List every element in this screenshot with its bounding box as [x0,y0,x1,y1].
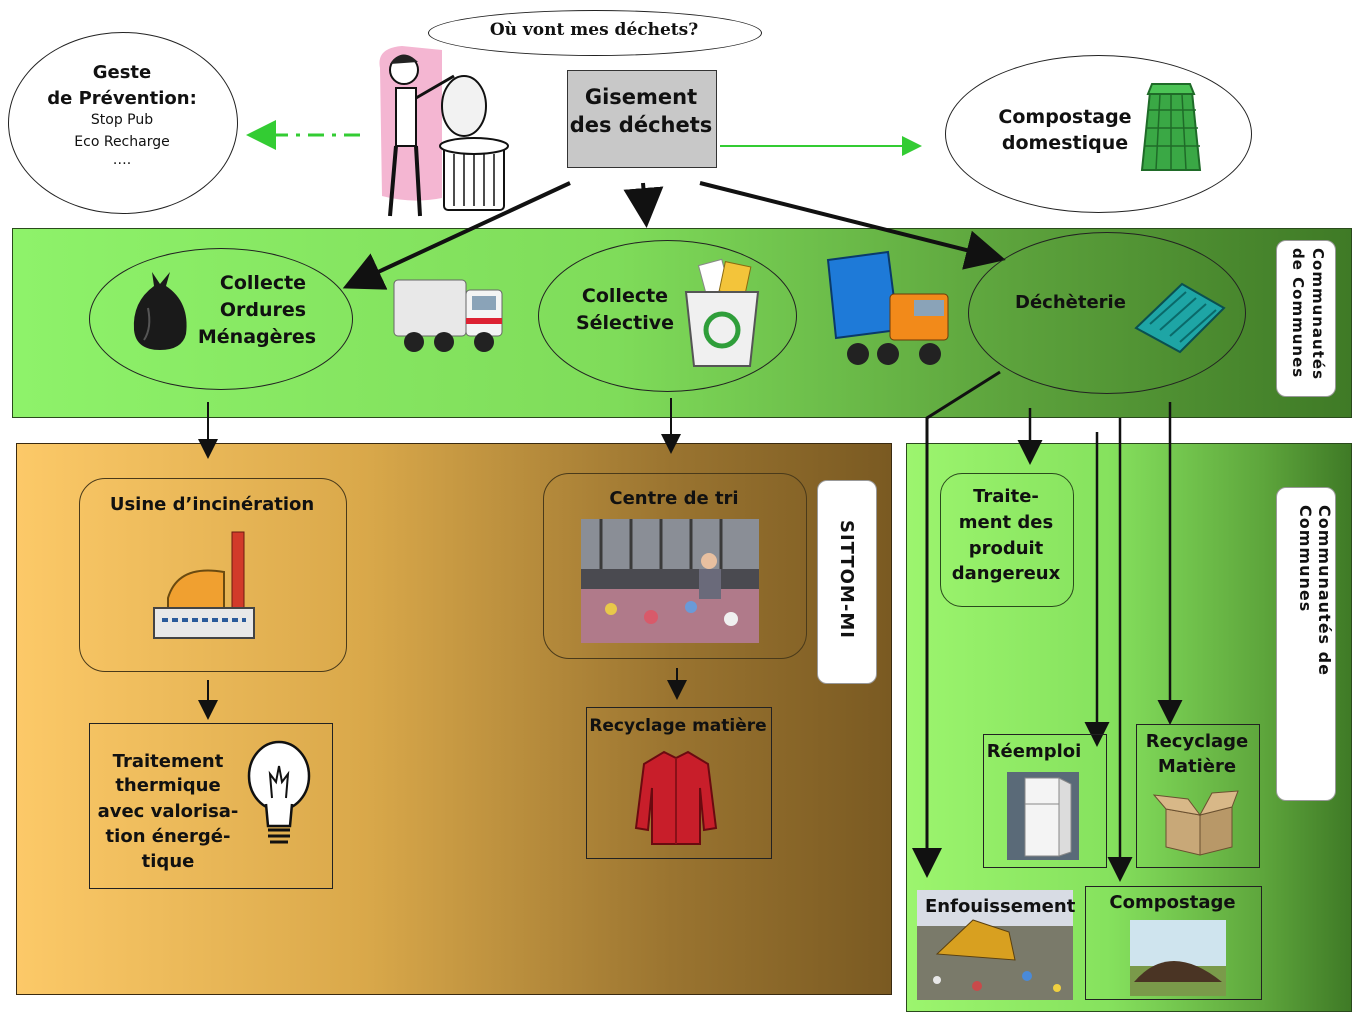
dump-truck-icon [818,250,953,370]
centre-tri-label: Centre de tri [609,488,739,509]
communautes-tab-right [1276,487,1336,801]
collecte-om-ellipse [89,248,353,390]
recyclage-matiere-right-l1: Recyclage [1145,731,1249,752]
prevention-item2: Eco Recharge [74,134,170,150]
enfouissement-label: Enfouissement [925,896,1076,917]
recyclage-matiere-right-l2: Matière [1157,756,1237,777]
collecte-selective-line1: Collecte [581,285,669,307]
gisement-line2: des déchets [569,113,713,137]
gisement-box [567,70,717,168]
garbage-truck-icon [392,272,507,356]
light-bulb-icon [246,738,312,856]
collecte-selective-line2: Sélective [575,312,675,334]
sittom-tab [817,480,877,684]
recyclage-matiere-right-box [1136,724,1260,868]
collecte-om-line2: Ordures [219,299,307,321]
prevention-title2: de Prévention: [47,88,197,109]
container-icon [1130,280,1226,358]
compostage-domestique-line1: Compostage [998,106,1132,128]
dangereux-box [940,473,1074,607]
dangereux-l3: produit [968,538,1044,559]
communautes-label-right: Communautés de Communes [1296,505,1334,676]
prevention-item1: Stop Pub [90,112,154,128]
reemploi-box [983,734,1107,868]
communautes-tab-top [1276,240,1336,397]
compostage-domestique-ellipse [945,55,1252,213]
traitement-thermique-l4: tion énergé- [105,826,231,847]
traitement-thermique-l5: tique [141,851,195,872]
traitement-thermique-box [89,723,333,889]
decheterie-ellipse [968,232,1246,394]
usine-incineration-box [79,478,347,672]
decheterie-label: Déchèterie [1015,292,1126,313]
cardboard-box-icon [1152,785,1240,857]
dangereux-l1: Traite- [973,486,1039,507]
prevention-title1: Geste [92,62,152,83]
recyclage-matiere-mid-box [586,707,772,859]
traitement-thermique-l3: avec valorisa- [97,801,239,822]
speech-bubble-text: Où vont mes déchets? [489,20,699,40]
dangereux-l2: ment des [958,512,1054,533]
centre-tri-box [543,473,807,659]
compost-pile-photo [1130,920,1226,996]
usine-incineration-label: Usine d’incinération [109,494,315,515]
speech-bubble [428,10,762,56]
compostage-domestique-line2: domestique [1001,132,1129,154]
compostage-box [1085,886,1262,1000]
recyclage-matiere-mid-label: Recyclage matière [589,716,767,736]
fleece-jacket-icon [634,748,718,848]
landfill-photo [917,890,1073,1000]
prevention-item3: …. [112,152,132,168]
collecte-om-line3: Ménagères [197,326,317,348]
fridge-icon [1007,772,1079,860]
factory-icon [148,528,260,646]
garbage-bag-icon [130,268,192,352]
dangereux-l4: dangereux [951,563,1061,584]
sorting-center-photo [581,519,759,643]
composter-icon [1140,80,1202,175]
traitement-thermique-l2: thermique [115,775,221,796]
prevention-ellipse [8,32,238,214]
gisement-line1: Gisement [584,85,698,109]
compostage-label: Compostage [1109,892,1236,913]
traitement-thermique-l1: Traitement [112,751,224,772]
collecte-om-line1: Collecte [219,272,307,294]
reemploi-label: Réemploi [986,741,1082,762]
sittom-label: SITTOM-MI [836,520,857,639]
recycle-bin-icon [682,258,762,370]
collecte-selective-ellipse [538,240,797,392]
woman-trash-illustration [372,28,522,223]
communautes-label-top: Communautés de Communes [1289,248,1327,381]
